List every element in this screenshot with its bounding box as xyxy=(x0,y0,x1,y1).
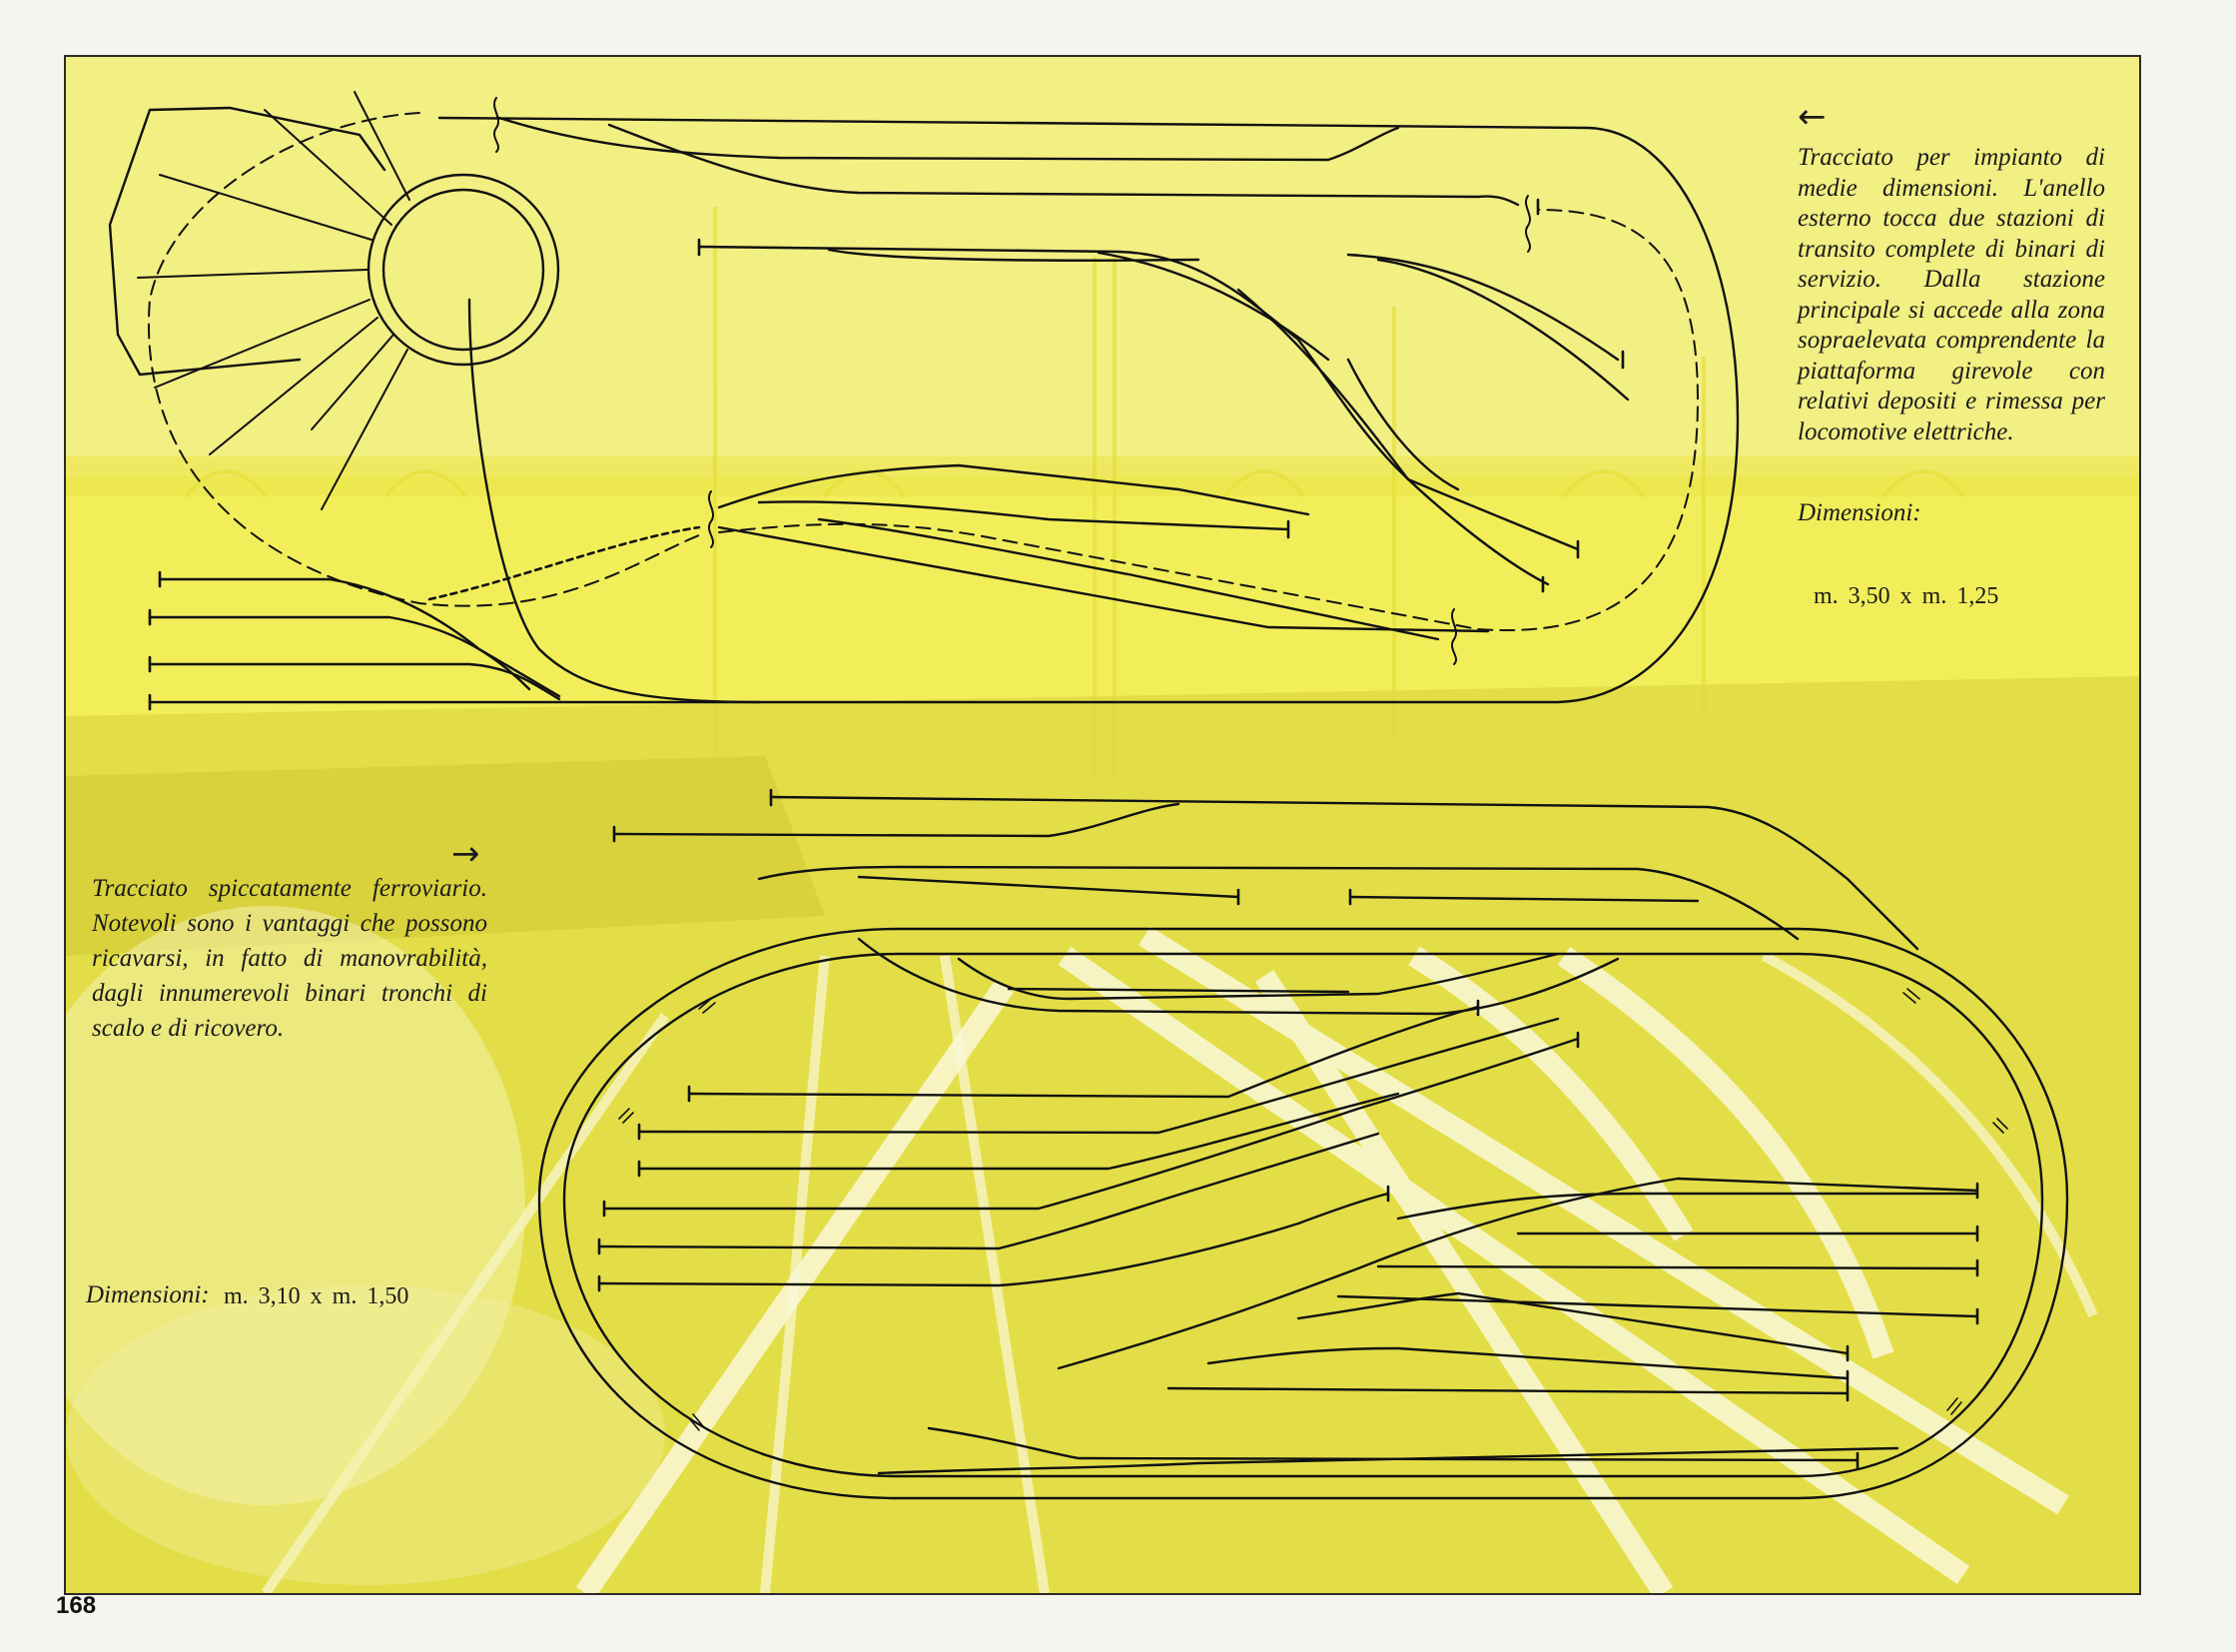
bottom-dimensions-label: Dimensioni: xyxy=(86,1281,210,1308)
bottom-dimensions-value: m. 3,10 x m. 1,50 xyxy=(224,1283,409,1309)
top-track-plan xyxy=(108,91,1740,711)
top-plan-description: Tracciato per impianto di medie dimensio… xyxy=(1798,144,2105,445)
top-dimensions-value: m. 3,50 x m. 1,25 xyxy=(1814,583,1999,609)
turntable-icon xyxy=(108,91,560,510)
bottom-plan-description: Tracciato spiccatamente ferroviario. Not… xyxy=(92,875,487,1042)
left-arrow-icon: ← xyxy=(1798,97,1827,137)
bottom-track-plan xyxy=(537,788,2069,1500)
right-arrow-icon: → xyxy=(451,834,480,874)
page-number: 168 xyxy=(56,1592,97,1619)
top-dimensions-label: Dimensioni: xyxy=(1798,499,1921,526)
